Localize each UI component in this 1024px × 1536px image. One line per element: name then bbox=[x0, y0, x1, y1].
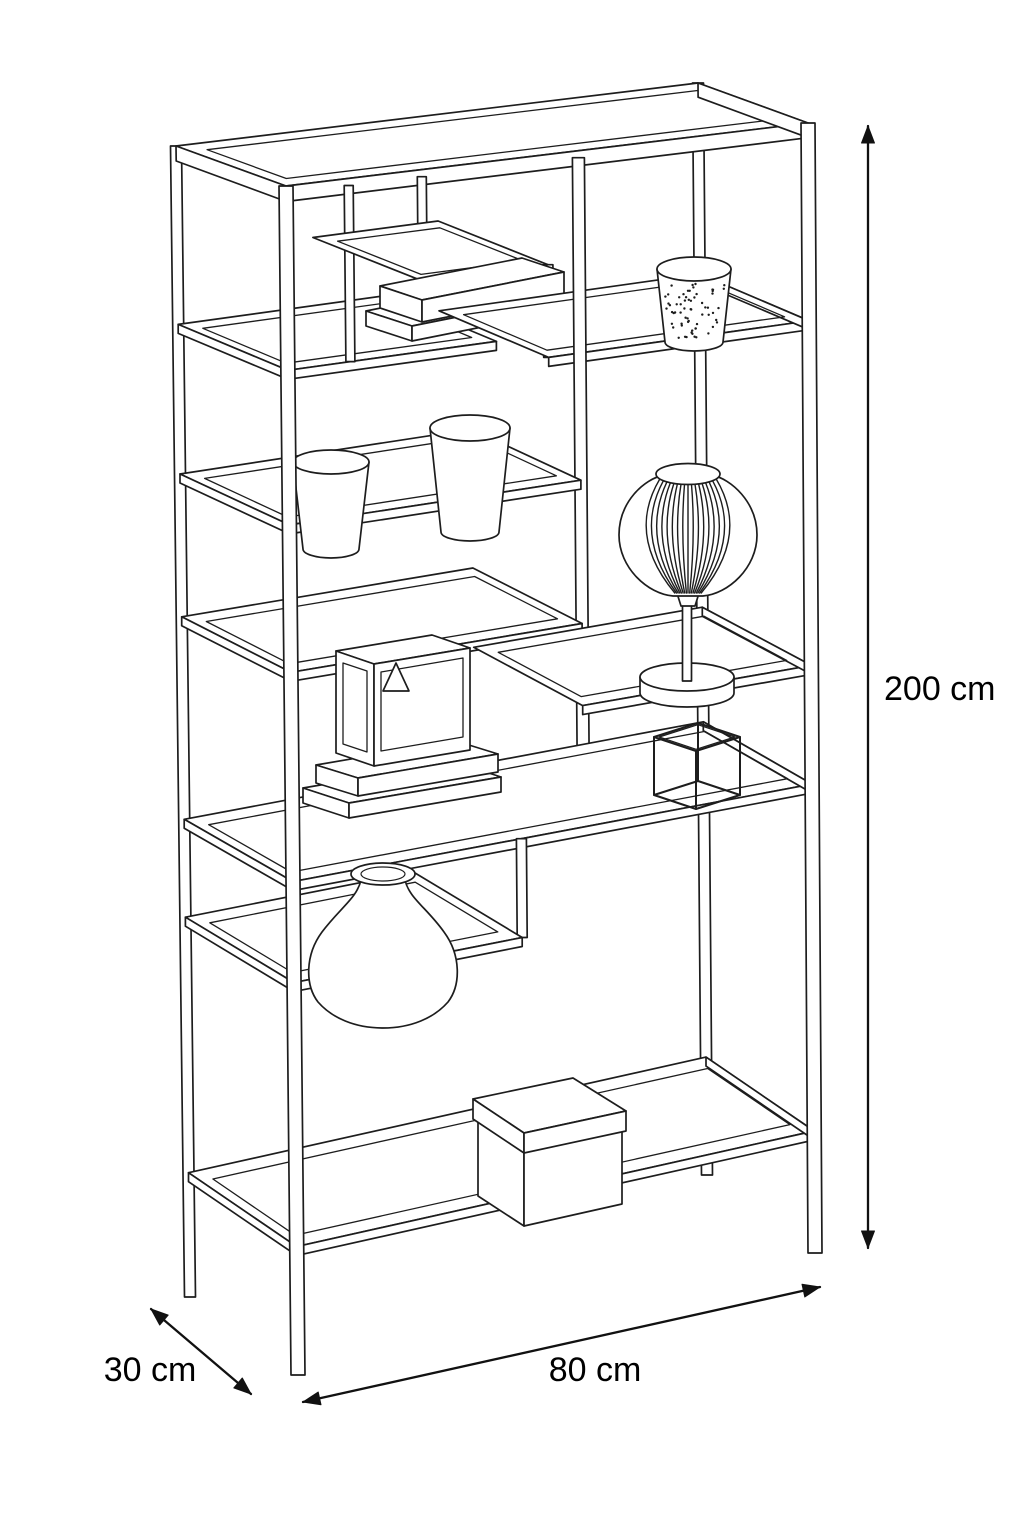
pleated-table-lamp bbox=[618, 462, 758, 708]
depth-dimension-label: 30 cm bbox=[103, 1351, 197, 1389]
tapered-pot-small bbox=[292, 449, 370, 559]
middle-divider bbox=[571, 156, 591, 828]
shelf-2-left bbox=[179, 428, 582, 535]
speckled-cup bbox=[656, 256, 732, 352]
frame-front-posts bbox=[278, 122, 823, 1376]
round-vase bbox=[307, 862, 459, 1029]
height-arrow bbox=[861, 124, 875, 1250]
depth-arrow bbox=[149, 1307, 253, 1396]
wire-frame-cube bbox=[653, 722, 741, 810]
width-arrow bbox=[301, 1283, 822, 1406]
frame-top bbox=[175, 82, 809, 203]
display-case-on-books bbox=[302, 634, 502, 819]
tapered-pot-large bbox=[429, 414, 511, 542]
shelf-4-full bbox=[183, 720, 813, 892]
width-dimension-label: 80 cm bbox=[548, 1351, 642, 1389]
lidded-storage-box bbox=[472, 1077, 627, 1227]
height-dimension-label: 200 cm bbox=[884, 670, 996, 708]
